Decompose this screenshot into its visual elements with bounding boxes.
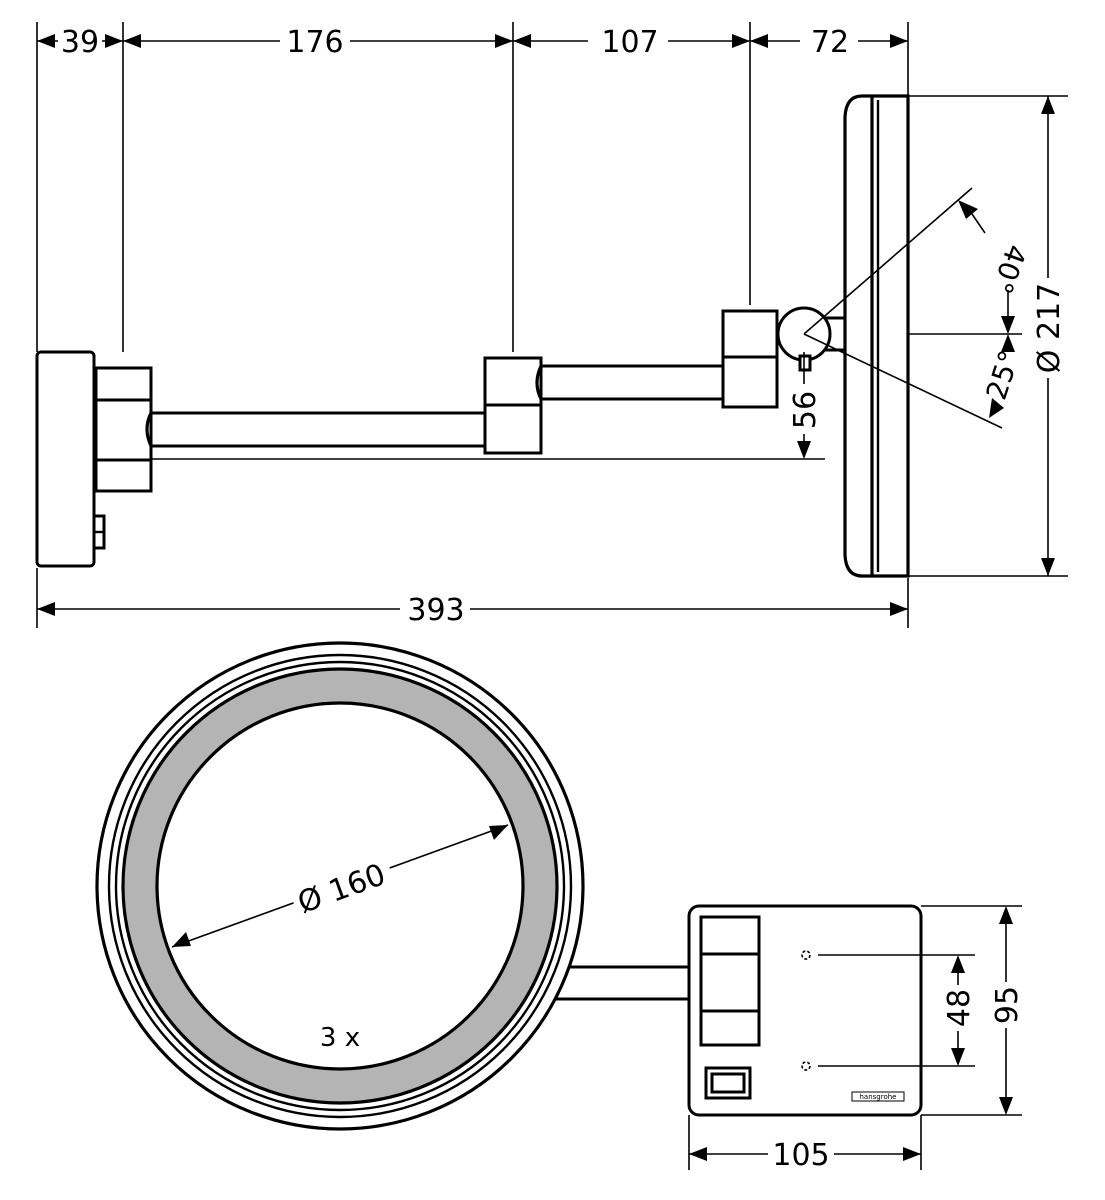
plate-width-dimension: 105: [689, 1137, 921, 1173]
top-dimension-chain: 39 176 107 72: [37, 24, 908, 60]
brand-label-box: [851, 1091, 905, 1102]
middle-joint: [483, 356, 543, 455]
arm-2: [535, 364, 731, 401]
wall-mount: [35, 350, 153, 568]
dim-total-length: 393: [407, 593, 464, 628]
mirror-profile: [843, 94, 910, 578]
brand-label: hansgrohe: [859, 1093, 896, 1101]
dim-tilt-down: 25°: [980, 346, 1027, 403]
light-ring: [123, 669, 557, 1103]
total-length-dimension: 393: [37, 592, 908, 628]
front-arm: [553, 965, 707, 1001]
dim-pivot-height: 56: [788, 391, 823, 429]
tilt-down-dimension: 25°: [980, 334, 1027, 418]
tilt-up-dimension: 40°: [958, 200, 1033, 334]
dim-plate-width: 105: [772, 1138, 829, 1173]
dim-arm-1: 176: [286, 25, 343, 60]
arm-1: [145, 411, 497, 448]
extension-lines: [36, 22, 1068, 628]
side-view: 39 176 107 72 393 56 Ø 217: [35, 22, 1068, 628]
dim-plate-height: 95: [990, 986, 1025, 1024]
screw-spacing-dimension: 48: [942, 955, 977, 1066]
front-view: Ø 160 3 x hansgrohe: [95, 641, 1025, 1173]
tilt-angle-lines: [803, 187, 1003, 429]
wall-plate: hansgrohe: [687, 904, 923, 1117]
mirror-diameter-dimension: Ø 217: [1030, 96, 1067, 576]
pivot-height-dimension: 56: [788, 352, 823, 459]
dim-wall-depth: 39: [61, 25, 99, 60]
dim-mirror-diameter: Ø 217: [1032, 283, 1067, 373]
dim-arm-2: 107: [601, 25, 658, 60]
magnification-label: 3 x: [320, 1023, 360, 1053]
screw-hole-top: [801, 950, 811, 960]
mirror-joint: [721, 306, 849, 409]
dim-tilt-up: 40°: [985, 240, 1033, 298]
front-extension-lines: [688, 905, 1022, 1170]
screw-hole-bottom: [801, 1061, 811, 1071]
plate-height-dimension: 95: [990, 906, 1025, 1115]
dim-mirror-offset: 72: [811, 25, 849, 60]
dim-screw-spacing: 48: [942, 989, 977, 1027]
